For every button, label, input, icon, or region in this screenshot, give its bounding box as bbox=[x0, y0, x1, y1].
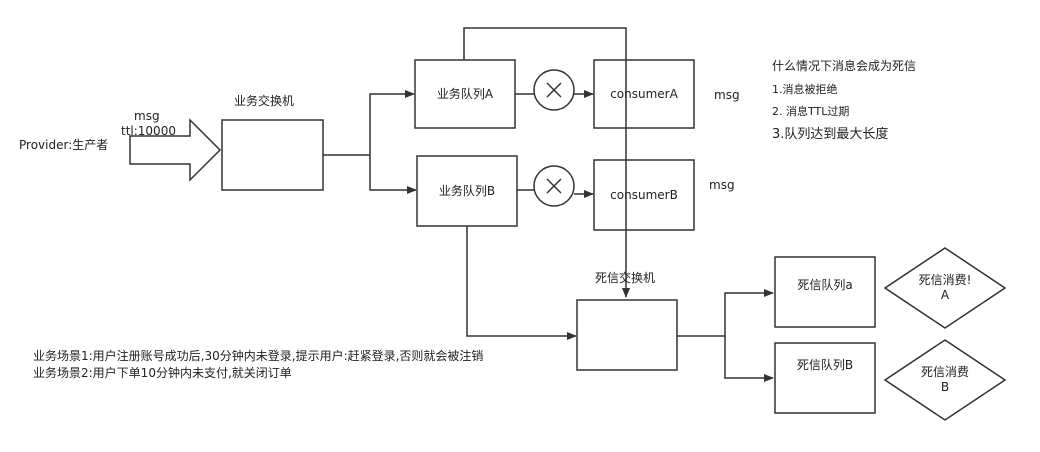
business-exchange-box[interactable] bbox=[221, 119, 324, 191]
dead-letter-note-3: 3.队列达到最大长度 bbox=[772, 127, 889, 142]
reject-x-a-stroke-2 bbox=[546, 82, 562, 98]
provider-msg-label: msg bbox=[134, 109, 160, 123]
queue-a-to-dead-exchange-connector bbox=[463, 27, 630, 298]
dead-queue-a-label: 死信队列a bbox=[797, 277, 853, 292]
dead-consumer-a-diamond[interactable] bbox=[883, 247, 1007, 329]
dead-exchange-to-dead-queue-a-connector bbox=[677, 289, 774, 337]
dead-queue-a-box[interactable] bbox=[774, 256, 876, 328]
reject-x-b-stroke-2 bbox=[546, 178, 562, 194]
business-queue-a-label: 业务队列A bbox=[436, 86, 494, 101]
dead-letter-note-2: 2. 消息TTL过期 bbox=[772, 105, 850, 118]
scenario-line-2: 业务场景2:用户下单10分钟内未支付,就关闭订单 bbox=[33, 366, 292, 380]
provider-ttl-label: ttl:10000 bbox=[121, 124, 176, 138]
consumer-a-box[interactable] bbox=[593, 59, 695, 129]
consumer-a-msg-label: msg bbox=[714, 88, 740, 102]
dead-consumer-b-label: 死信消费 B bbox=[920, 365, 969, 394]
dead-queue-b-label: 死信队列B bbox=[796, 357, 854, 372]
consumer-a-label: consumerA bbox=[610, 86, 678, 101]
queue-b-to-dead-exchange-connector bbox=[466, 226, 577, 340]
scenario-line-1: 业务场景1:用户注册账号成功后,30分钟内未登录,提示用户:赶紧登录,否则就会被… bbox=[33, 349, 484, 363]
dead-consumer-b-diamond[interactable] bbox=[883, 339, 1007, 421]
dead-letter-notes-title: 什么情况下消息会成为死信 bbox=[772, 59, 917, 73]
consumer-b-msg-label: msg bbox=[709, 178, 735, 192]
provider-arrow bbox=[129, 118, 222, 182]
exchange-to-queue-a-connector bbox=[323, 90, 415, 156]
business-queue-a-box[interactable] bbox=[414, 59, 516, 129]
dead-exchange-box[interactable] bbox=[576, 299, 678, 371]
dead-queue-b-box[interactable] bbox=[774, 342, 876, 414]
consumer-b-label: consumerB bbox=[610, 187, 678, 202]
business-queue-b-box[interactable] bbox=[416, 155, 518, 227]
dead-exchange-label: 死信交换机 bbox=[595, 271, 656, 285]
dead-consumer-a-label: 死信消费! A bbox=[918, 273, 972, 302]
business-queue-b-label: 业务队列B bbox=[438, 183, 496, 198]
business-exchange-label: 业务交换机 bbox=[234, 94, 295, 108]
dead-letter-note-1: 1.消息被拒绝 bbox=[772, 83, 838, 96]
provider-label: Provider:生产者 bbox=[19, 138, 109, 152]
dead-exchange-to-dead-queue-b-connector bbox=[724, 336, 774, 382]
exchange-to-queue-b-connector bbox=[369, 155, 417, 194]
consumer-b-box[interactable] bbox=[593, 159, 695, 231]
